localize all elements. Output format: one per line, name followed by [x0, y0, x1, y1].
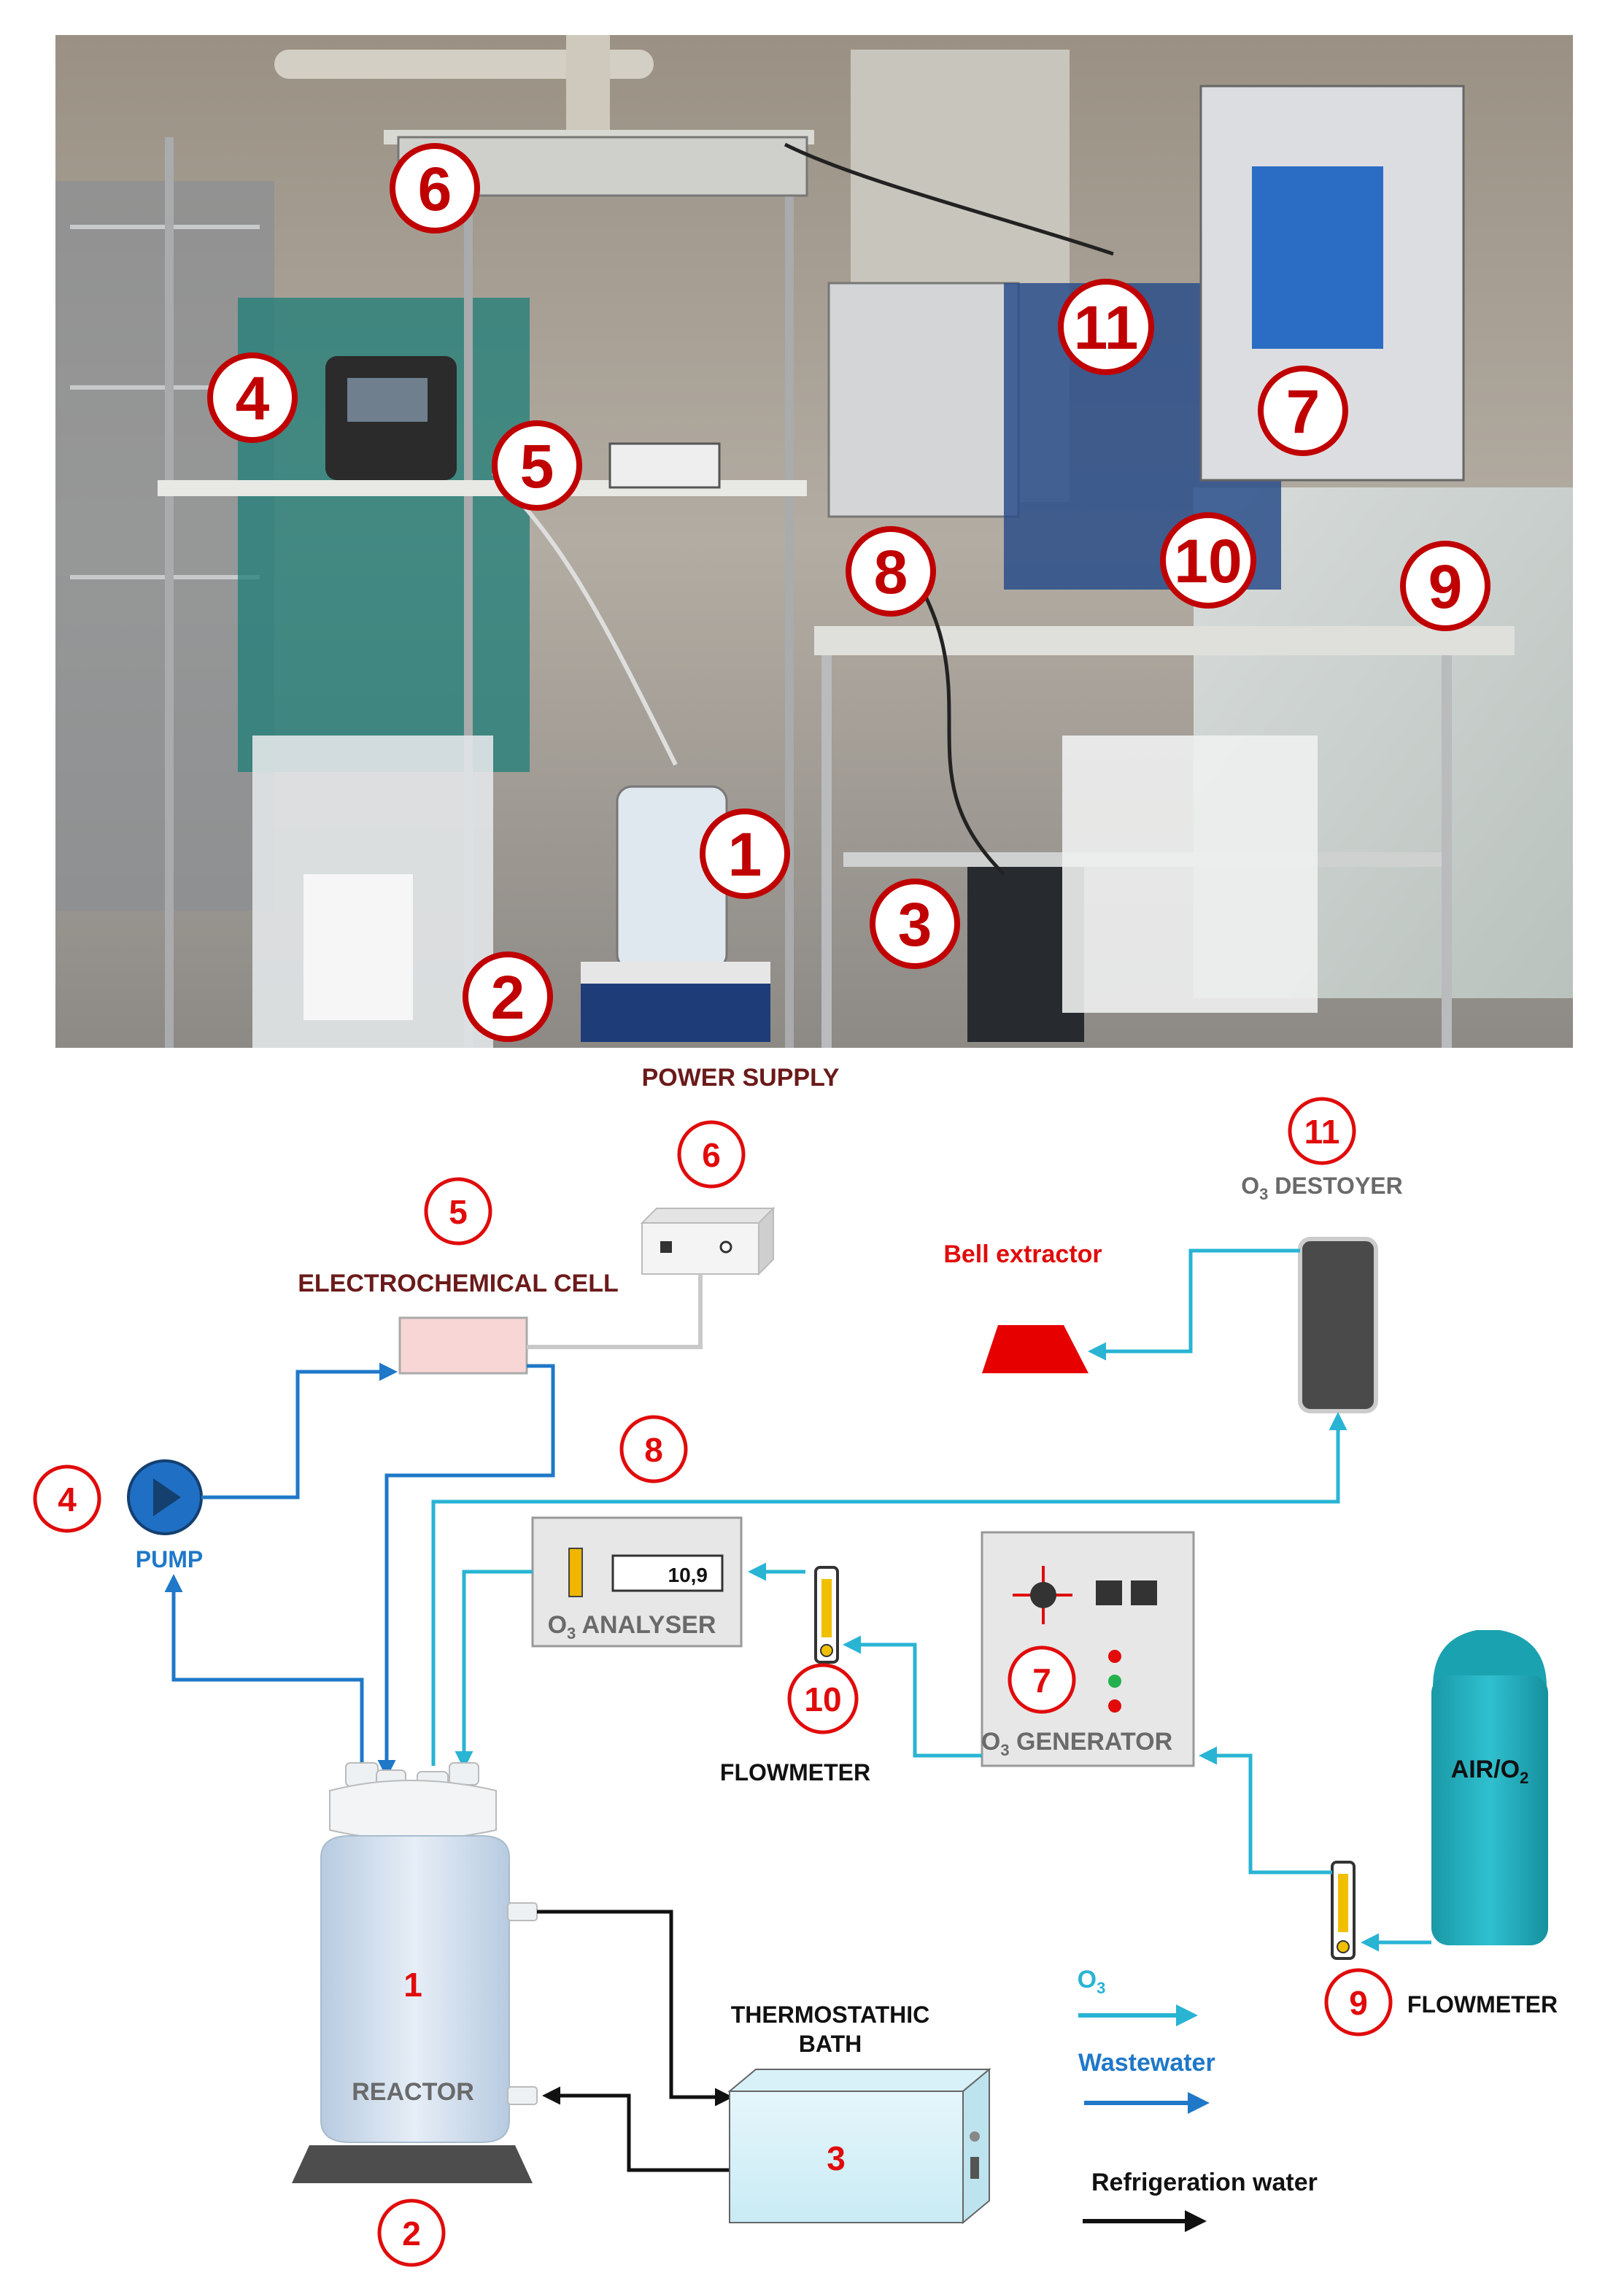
generator-led-red-2 [1108, 1699, 1121, 1713]
electrochemical-cell-number: 5 [424, 1177, 492, 1246]
pump-icon [127, 1459, 203, 1535]
svg-text:7: 7 [1286, 377, 1321, 446]
legend-refrigeration-label: Refrigeration water [1091, 2169, 1318, 2196]
svg-text:9: 9 [1349, 1984, 1368, 2022]
air-o2-label: AIR/O2 [1451, 1756, 1529, 1787]
o3-destroyer-number: 11 [1288, 1097, 1356, 1165]
thermostatic-bath-label-1: THERMOSTATHIC [731, 2002, 930, 2028]
photo-marker-11: 11 [1058, 279, 1154, 375]
bell-extractor-label: Bell extractor [943, 1240, 1102, 1268]
o3-analyser-display [611, 1554, 724, 1592]
photo-marker-7: 7 [1258, 366, 1348, 456]
generator-button-2 [1131, 1580, 1157, 1605]
flowmeter-9-number: 9 [1324, 1968, 1393, 2037]
legend: O3 Wastewater Refrigeration water [1078, 1966, 1318, 2232]
air-line-flowmeter-to-generator [1199, 1746, 1332, 1875]
o3-line-destroyer-to-bell [1088, 1248, 1300, 1361]
o3-generator-box [981, 1531, 1195, 1767]
svg-text:9: 9 [1428, 552, 1463, 621]
reactor-label: REACTOR [352, 2078, 474, 2106]
svg-text:1: 1 [728, 820, 762, 889]
svg-text:2: 2 [491, 963, 525, 1032]
photo-marker-4: 4 [207, 352, 298, 443]
photo-o3-analyser [827, 282, 1020, 518]
svg-text:8: 8 [874, 538, 908, 606]
reactor-vessel [320, 1762, 538, 2143]
stirrer-plate [292, 2145, 533, 2183]
svg-text:8: 8 [644, 1431, 663, 1469]
wastewater-line-pump-to-cell [201, 1362, 398, 1499]
o3-analyser-label: O3 ANALYSER [548, 1611, 716, 1643]
power-supply-box [640, 1206, 776, 1276]
photo-marker-1: 1 [700, 808, 790, 899]
electrochemical-cell-label: ELECTROCHEMICAL CELL [298, 1270, 618, 1297]
wastewater-line-cell-to-reactor [377, 1364, 555, 1778]
generator-led-red [1108, 1650, 1121, 1663]
svg-text:7: 7 [1032, 1661, 1051, 1699]
line-8-number: 8 [619, 1415, 688, 1483]
flowmeter-10-number: 10 [787, 1663, 859, 1734]
photo-marker-10: 10 [1160, 512, 1256, 609]
flowmeter-10-icon [814, 1566, 839, 1664]
o3-line-analyser-to-reactor [455, 1570, 533, 1769]
generator-led-green [1108, 1675, 1121, 1688]
electrochemical-cell-box [398, 1316, 528, 1375]
o3-line-generator-to-flowmeter [843, 1635, 982, 1758]
svg-text:6: 6 [702, 1136, 721, 1174]
o3-analyser-bar [568, 1548, 583, 1597]
o3-destroyer-box [1298, 1237, 1378, 1413]
stirrer-number: 2 [377, 2199, 446, 2267]
power-wire [527, 1274, 703, 1349]
thermostatic-bath-box [727, 2067, 991, 2225]
air-o2-tank [1431, 1630, 1548, 1945]
power-supply-label: POWER SUPPLY [642, 1064, 840, 1092]
flowmeter-9-icon [1331, 1861, 1356, 1960]
svg-text:5: 5 [449, 1193, 468, 1231]
pump-label: PUMP [136, 1546, 203, 1572]
flowmeter-9-label: FLOWMETER [1407, 1991, 1558, 2018]
svg-text:4: 4 [236, 364, 270, 433]
o3-generator-label: O3 GENERATOR [981, 1728, 1172, 1759]
refrigeration-line-bath-to-reactor [542, 2086, 730, 2172]
reactor-number: 1 [403, 1966, 422, 2004]
photo-marker-3: 3 [870, 879, 960, 969]
photo-marker-5: 5 [492, 420, 582, 511]
photo-marker-6: 6 [390, 143, 480, 233]
svg-text:2: 2 [402, 2215, 421, 2253]
bell-extractor-shape [982, 1325, 1089, 1373]
svg-text:11: 11 [1074, 293, 1139, 362]
crosshair-icon [1013, 1566, 1072, 1624]
photo-marker-9: 9 [1400, 541, 1490, 631]
o3-generator-number: 7 [1008, 1645, 1076, 1714]
svg-text:10: 10 [804, 1680, 841, 1718]
process-diagram: POWER SUPPLY 6 5 ELECTROCHEMICAL CELL 4 … [33, 1064, 1558, 2267]
legend-o3-label: O3 [1078, 1966, 1106, 1997]
svg-text:10: 10 [1174, 527, 1242, 595]
svg-text:11: 11 [1304, 1113, 1340, 1151]
photo-marker-2: 2 [463, 952, 553, 1042]
photo-electrochemical-cell [608, 442, 721, 489]
thermostatic-bath-label-2: BATH [799, 2031, 862, 2057]
svg-text:3: 3 [898, 890, 932, 959]
svg-text:6: 6 [418, 155, 452, 223]
svg-text:4: 4 [58, 1481, 77, 1518]
o3-analyser-reading: 10,9 [668, 1564, 708, 1586]
generator-button-1 [1096, 1580, 1122, 1605]
power-supply-number: 6 [677, 1120, 746, 1189]
o3-line-reactor-to-destroyer [431, 1412, 1347, 1766]
refrigeration-line-reactor-to-bath [537, 1910, 733, 2107]
thermostatic-bath-number: 3 [827, 2139, 846, 2177]
flowmeter-10-label: FLOWMETER [720, 1759, 870, 1786]
svg-text:5: 5 [520, 432, 554, 501]
wastewater-line-reactor-to-pump [164, 1574, 364, 1766]
o3-destroyer-label: O3 DESTOYER [1241, 1173, 1402, 1203]
pump-number: 4 [33, 1464, 101, 1533]
legend-wastewater-label: Wastewater [1078, 2049, 1215, 2077]
table-top [814, 626, 1515, 655]
photo-marker-8: 8 [846, 526, 936, 617]
lab-setup-photo: 6 4 5 11 7 8 10 9 1 3 2 [55, 35, 1573, 1048]
